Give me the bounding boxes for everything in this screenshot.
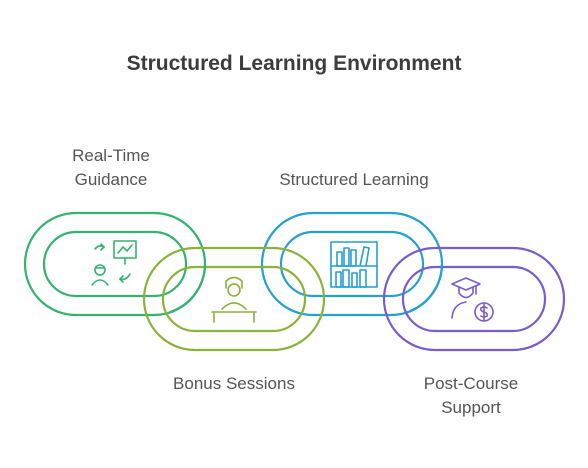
student-at-desk-icon [211, 276, 257, 323]
label-line: Bonus Sessions [173, 374, 295, 393]
label-post-course-support: Post-Course Support [386, 372, 556, 420]
bookshelf-icon [330, 241, 378, 288]
label-structured-learning: Structured Learning [244, 168, 464, 192]
label-line: Guidance [74, 170, 148, 189]
label-line: Post-Course [423, 374, 519, 393]
label-line: Real-Time [72, 146, 150, 165]
label-bonus-sessions: Bonus Sessions [134, 372, 334, 396]
teaching-board-icon [91, 240, 137, 286]
chain-overlap [409, 263, 444, 313]
diagram-title: Structured Learning Environment [126, 52, 462, 75]
label-line: Support [441, 398, 501, 417]
label-real-time-guidance: Real-Time Guidance [36, 144, 186, 192]
label-line: Structured Learning [279, 170, 429, 189]
chain-link-structured-learning [260, 211, 444, 317]
chain-link-real-time-guidance [23, 211, 207, 317]
chain-overlap [169, 263, 207, 314]
chain-link-post-course-support [382, 246, 566, 352]
chain-link-bonus-sessions [142, 246, 326, 352]
graduate-dollar-icon [451, 277, 494, 322]
